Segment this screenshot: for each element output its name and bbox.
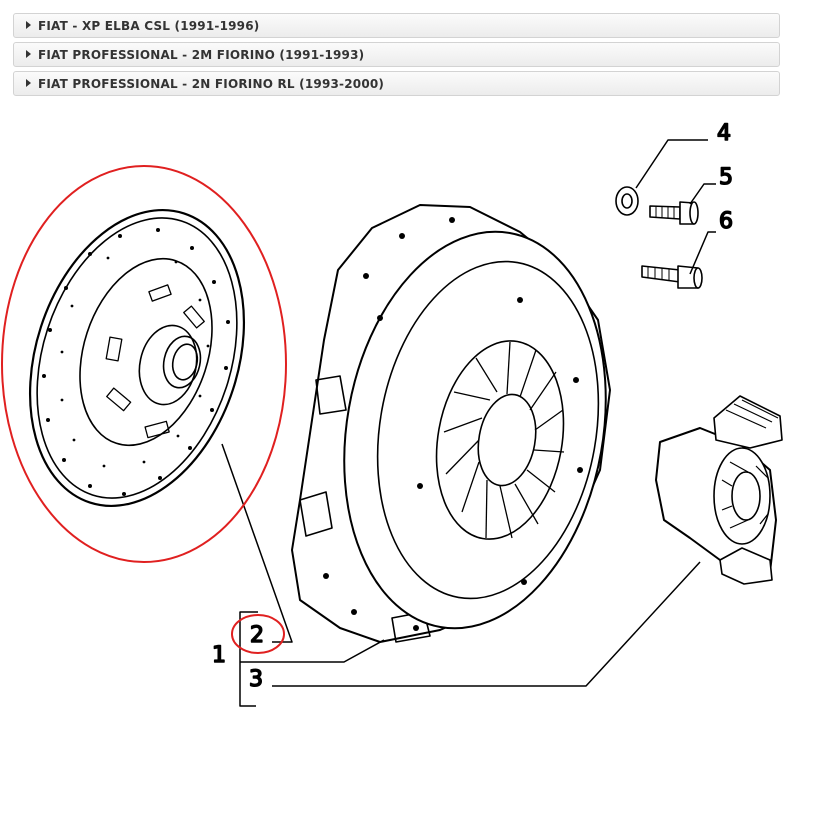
- clutch-exploded-diagram: 1 2 3 4 5 6: [1, 120, 783, 707]
- bolt-drawing: [641, 265, 703, 289]
- accordion-label: FIAT PROFESSIONAL - 2M FIORINO (1991-199…: [38, 48, 365, 62]
- expand-arrow-icon: [26, 21, 31, 29]
- accordion-label: FIAT - XP ELBA CSL (1991-1996): [38, 19, 260, 33]
- pressure-plate-drawing: [291, 204, 611, 643]
- callout-3: 3: [249, 667, 263, 692]
- callout-4: 4: [717, 121, 731, 146]
- expand-arrow-icon: [26, 79, 31, 87]
- callout-2: 2: [250, 623, 264, 648]
- release-bearing-drawing: [655, 395, 783, 585]
- callout-1: 1: [212, 643, 226, 668]
- accordion-header-xp-elba[interactable]: FIAT - XP ELBA CSL (1991-1996): [13, 13, 780, 38]
- leader-lines: [221, 139, 716, 707]
- accordion-header-2m-fiorino[interactable]: FIAT PROFESSIONAL - 2M FIORINO (1991-199…: [13, 42, 780, 67]
- callout-5: 5: [719, 165, 733, 190]
- expand-arrow-icon: [26, 50, 31, 58]
- washer-drawing: [615, 186, 639, 216]
- clutch-disc-drawing: [28, 209, 246, 507]
- accordion-header-2n-fiorino-rl[interactable]: FIAT PROFESSIONAL - 2N FIORINO RL (1993-…: [13, 71, 780, 96]
- bolt-drawing: [649, 201, 699, 225]
- red-highlight: [1, 165, 287, 654]
- callout-6: 6: [719, 209, 733, 234]
- accordion-label: FIAT PROFESSIONAL - 2N FIORINO RL (1993-…: [38, 77, 385, 91]
